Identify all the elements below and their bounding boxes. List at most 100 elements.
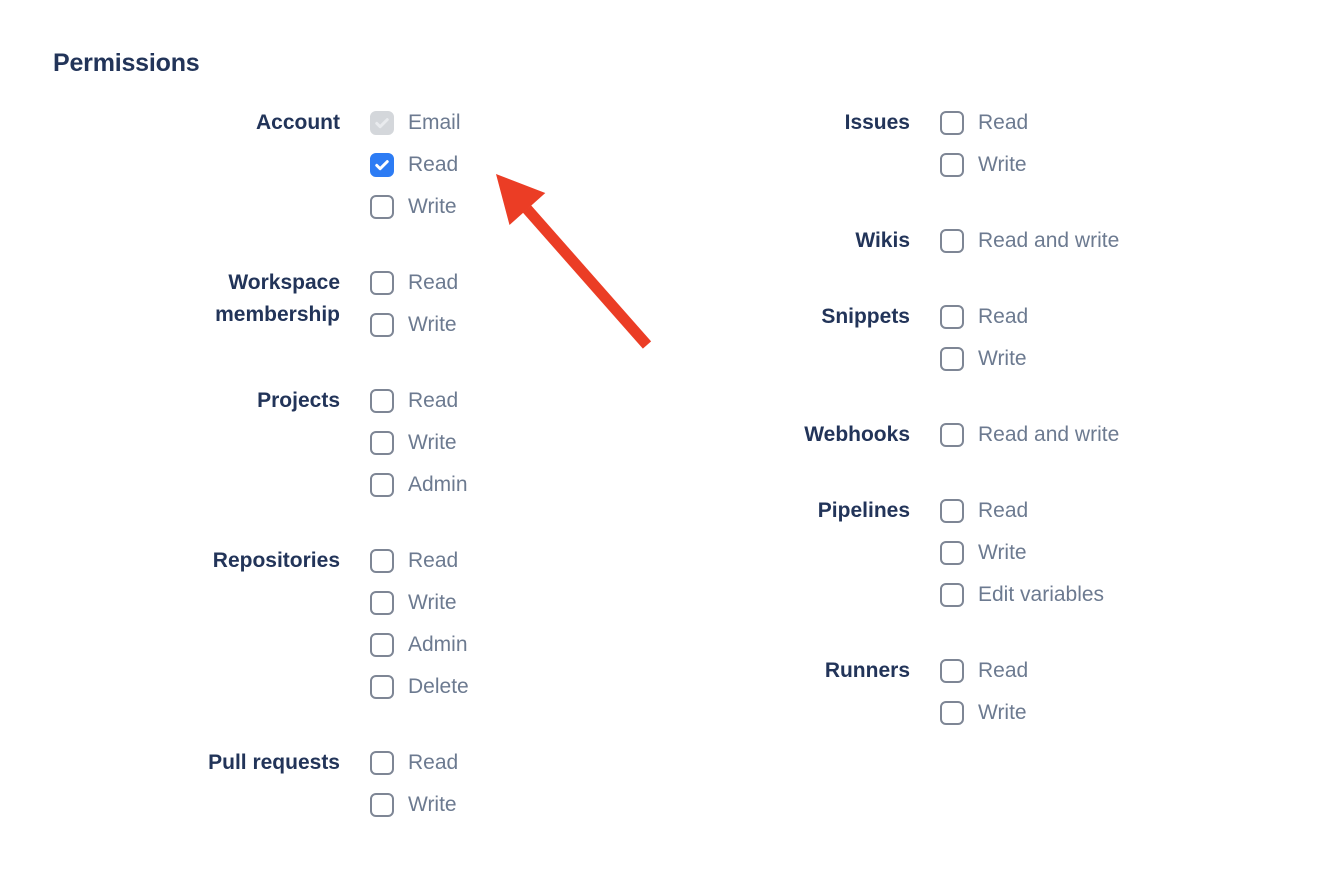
repositories-delete-checkbox[interactable] bbox=[370, 675, 394, 699]
group-options-runners: Read Write bbox=[940, 659, 1028, 743]
projects-admin-label[interactable]: Admin bbox=[408, 473, 468, 496]
option-row-runners-read: Read bbox=[940, 659, 1028, 683]
group-label-wikis: Wikis bbox=[660, 225, 910, 271]
group-label-text-issues: Issues bbox=[844, 111, 910, 134]
permissions-columns: Account Email Read Write Workspace membe… bbox=[53, 111, 1322, 869]
account-email-checkbox bbox=[370, 111, 394, 135]
option-row-snippets-read: Read bbox=[940, 305, 1028, 329]
check-icon bbox=[375, 160, 389, 171]
repositories-admin-label[interactable]: Admin bbox=[408, 633, 468, 656]
permissions-column-left: Account Email Read Write Workspace membe… bbox=[53, 111, 660, 869]
option-row-projects-write: Write bbox=[370, 431, 468, 455]
group-options-snippets: Read Write bbox=[940, 305, 1028, 389]
option-row-pipelines-write: Write bbox=[940, 541, 1104, 565]
option-row-workspace-membership-write: Write bbox=[370, 313, 458, 337]
projects-read-checkbox[interactable] bbox=[370, 389, 394, 413]
group-label-text-projects: Projects bbox=[257, 389, 340, 412]
pipelines-read-label[interactable]: Read bbox=[978, 499, 1029, 522]
issues-read-checkbox[interactable] bbox=[940, 111, 964, 135]
group-label-snippets: Snippets bbox=[660, 301, 910, 389]
page-title: Permissions bbox=[53, 49, 200, 77]
permission-group-runners: Runners Read Write bbox=[660, 659, 1322, 743]
wikis-read-and-write-checkbox[interactable] bbox=[940, 229, 964, 253]
pipelines-read-checkbox[interactable] bbox=[940, 499, 964, 523]
pipelines-write-checkbox[interactable] bbox=[940, 541, 964, 565]
group-label-text-wikis: Wikis bbox=[855, 229, 910, 252]
projects-write-label[interactable]: Write bbox=[408, 431, 457, 454]
option-row-repositories-delete: Delete bbox=[370, 675, 469, 699]
account-write-label[interactable]: Write bbox=[408, 195, 457, 218]
projects-write-checkbox[interactable] bbox=[370, 431, 394, 455]
snippets-write-checkbox[interactable] bbox=[940, 347, 964, 371]
group-options-repositories: Read Write Admin Delete bbox=[370, 549, 469, 717]
option-row-repositories-admin: Admin bbox=[370, 633, 469, 657]
snippets-write-label[interactable]: Write bbox=[978, 347, 1027, 370]
pipelines-edit-variables-checkbox[interactable] bbox=[940, 583, 964, 607]
option-row-repositories-read: Read bbox=[370, 549, 469, 573]
group-label-webhooks: Webhooks bbox=[660, 419, 910, 465]
group-label-account: Account bbox=[53, 107, 340, 237]
runners-write-label[interactable]: Write bbox=[978, 701, 1027, 724]
group-label-text-pull-requests: Pull requests bbox=[208, 751, 340, 774]
permission-group-pull-requests: Pull requests Read Write bbox=[53, 751, 660, 835]
option-row-webhooks-read-and-write: Read and write bbox=[940, 423, 1119, 447]
repositories-read-checkbox[interactable] bbox=[370, 549, 394, 573]
option-row-pull-requests-write: Write bbox=[370, 793, 458, 817]
pull-requests-write-checkbox[interactable] bbox=[370, 793, 394, 817]
snippets-read-checkbox[interactable] bbox=[940, 305, 964, 329]
workspace-membership-write-label[interactable]: Write bbox=[408, 313, 457, 336]
option-row-account-email: Email bbox=[370, 111, 461, 135]
group-label-repositories: Repositories bbox=[53, 545, 340, 717]
permission-group-snippets: Snippets Read Write bbox=[660, 305, 1322, 389]
group-options-projects: Read Write Admin bbox=[370, 389, 468, 515]
group-label-pipelines: Pipelines bbox=[660, 495, 910, 625]
runners-read-checkbox[interactable] bbox=[940, 659, 964, 683]
account-email-label: Email bbox=[408, 111, 461, 134]
runners-read-label[interactable]: Read bbox=[978, 659, 1029, 682]
workspace-membership-read-checkbox[interactable] bbox=[370, 271, 394, 295]
repositories-delete-label[interactable]: Delete bbox=[408, 675, 469, 698]
permission-group-repositories: Repositories Read Write Admin bbox=[53, 549, 660, 717]
option-row-account-write: Write bbox=[370, 195, 461, 219]
option-row-snippets-write: Write bbox=[940, 347, 1028, 371]
workspace-membership-write-checkbox[interactable] bbox=[370, 313, 394, 337]
group-label-issues: Issues bbox=[660, 107, 910, 195]
issues-write-label[interactable]: Write bbox=[978, 153, 1027, 176]
wikis-read-and-write-label[interactable]: Read and write bbox=[978, 229, 1120, 252]
pull-requests-read-label[interactable]: Read bbox=[408, 751, 459, 774]
account-read-checkbox[interactable] bbox=[370, 153, 394, 177]
runners-write-checkbox[interactable] bbox=[940, 701, 964, 725]
projects-admin-checkbox[interactable] bbox=[370, 473, 394, 497]
option-row-repositories-write: Write bbox=[370, 591, 469, 615]
group-label-workspace-membership: Workspace membership bbox=[53, 267, 340, 355]
option-row-pull-requests-read: Read bbox=[370, 751, 458, 775]
webhooks-read-and-write-label[interactable]: Read and write bbox=[978, 423, 1120, 446]
pipelines-edit-variables-label[interactable]: Edit variables bbox=[978, 583, 1105, 606]
repositories-write-label[interactable]: Write bbox=[408, 591, 457, 614]
option-row-pipelines-edit-variables: Edit variables bbox=[940, 583, 1104, 607]
group-label-text-snippets: Snippets bbox=[821, 305, 910, 328]
snippets-read-label[interactable]: Read bbox=[978, 305, 1029, 328]
pipelines-write-label[interactable]: Write bbox=[978, 541, 1027, 564]
repositories-write-checkbox[interactable] bbox=[370, 591, 394, 615]
pull-requests-read-checkbox[interactable] bbox=[370, 751, 394, 775]
projects-read-label[interactable]: Read bbox=[408, 389, 459, 412]
group-label-text-webhooks: Webhooks bbox=[804, 423, 910, 446]
check-icon bbox=[375, 118, 389, 129]
pull-requests-write-label[interactable]: Write bbox=[408, 793, 457, 816]
option-row-projects-admin: Admin bbox=[370, 473, 468, 497]
group-label-text-account: Account bbox=[256, 111, 340, 134]
group-label-text-pipelines: Pipelines bbox=[817, 499, 910, 522]
repositories-read-label[interactable]: Read bbox=[408, 549, 459, 572]
repositories-admin-checkbox[interactable] bbox=[370, 633, 394, 657]
option-row-runners-write: Write bbox=[940, 701, 1028, 725]
permission-group-issues: Issues Read Write bbox=[660, 111, 1322, 195]
workspace-membership-read-label[interactable]: Read bbox=[408, 271, 459, 294]
group-options-issues: Read Write bbox=[940, 111, 1028, 195]
issues-read-label[interactable]: Read bbox=[978, 111, 1029, 134]
issues-write-checkbox[interactable] bbox=[940, 153, 964, 177]
account-read-label[interactable]: Read bbox=[408, 153, 459, 176]
webhooks-read-and-write-checkbox[interactable] bbox=[940, 423, 964, 447]
account-write-checkbox[interactable] bbox=[370, 195, 394, 219]
option-row-pipelines-read: Read bbox=[940, 499, 1104, 523]
